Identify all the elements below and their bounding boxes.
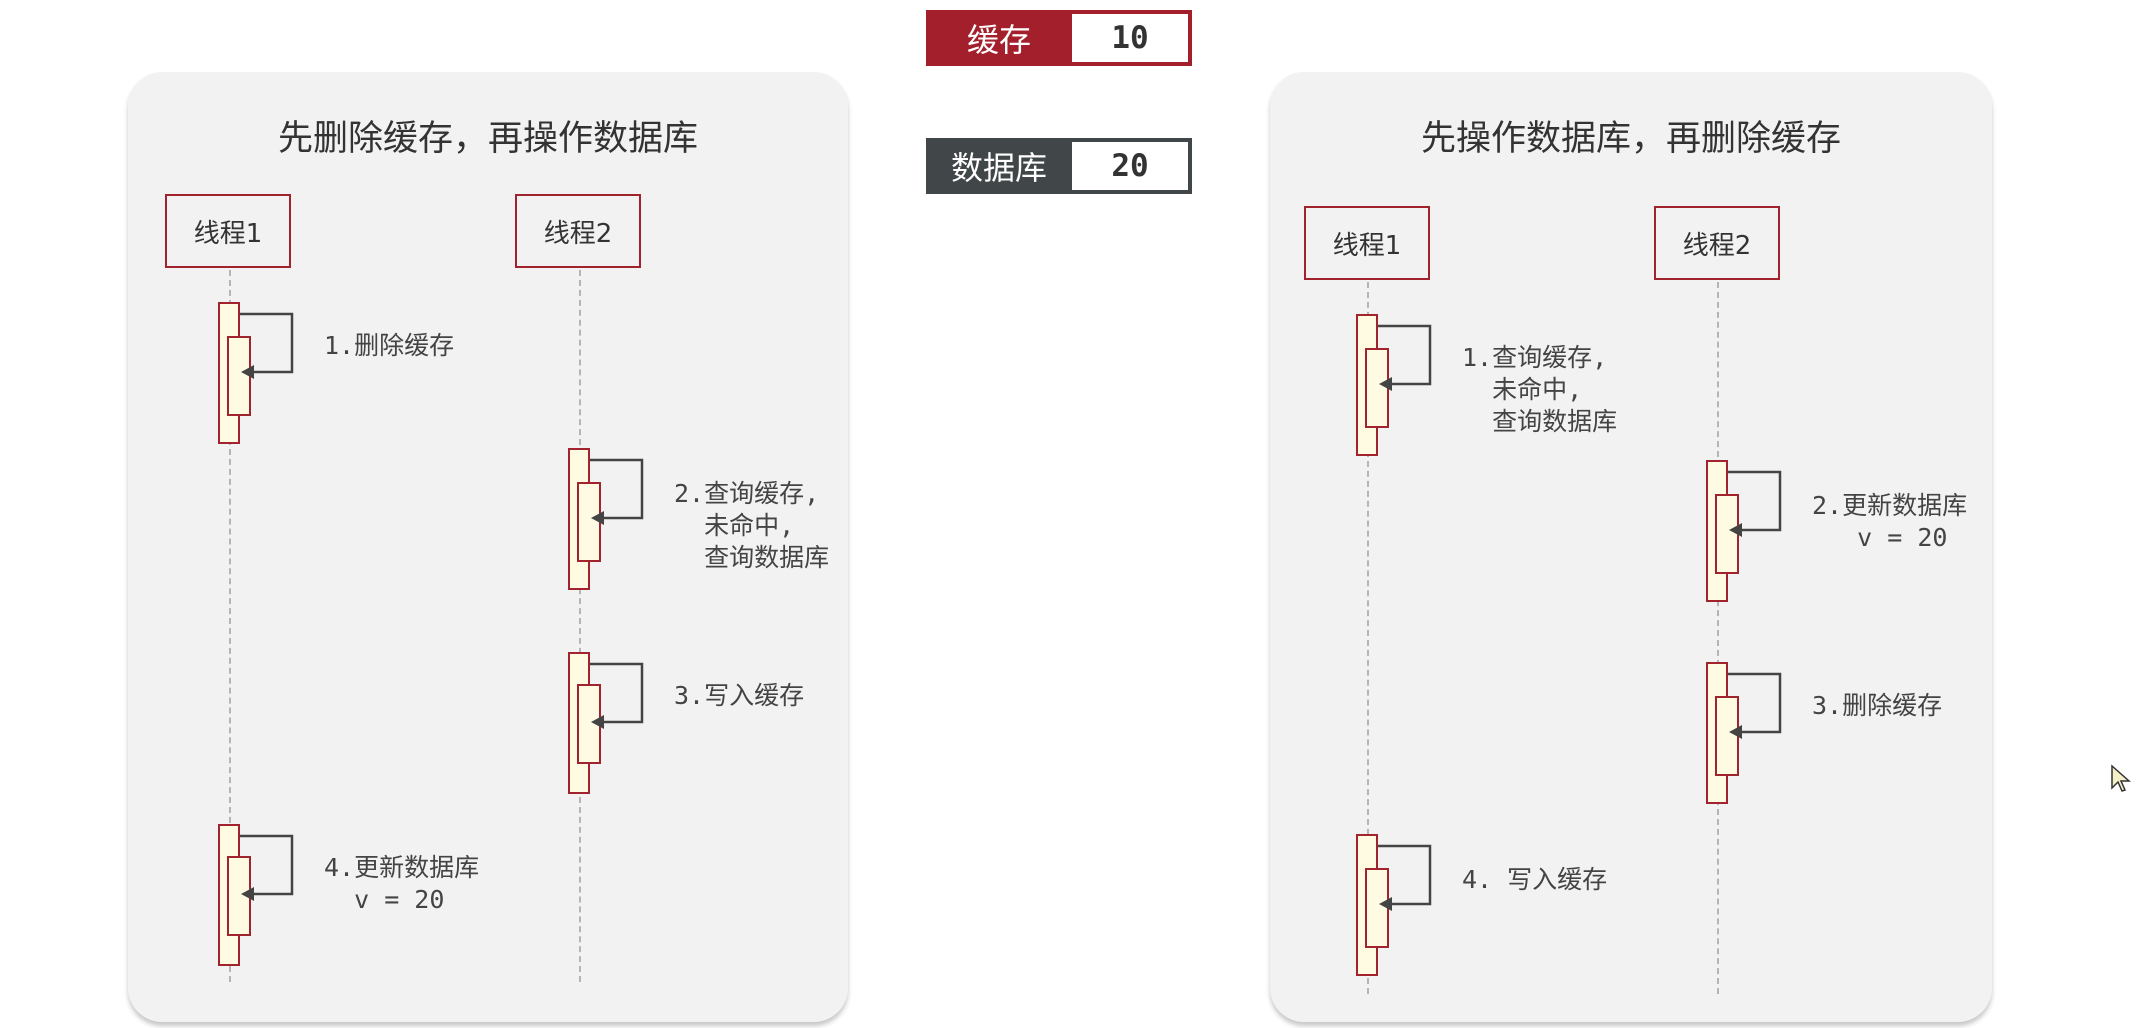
cache-legend-value: 10 <box>1072 14 1188 62</box>
left-step1-label: 1.删除缓存 <box>324 331 455 360</box>
left-panel: 先删除缓存，再操作数据库 线程1 线程2 1.删除缓存 2.查询缓存, 未命中,… <box>128 72 848 1022</box>
left-step1-activation-inner <box>227 336 251 416</box>
left-step3-label: 3.写入缓存 <box>674 681 805 710</box>
right-thread2-lifeline <box>1717 282 1719 994</box>
right-thread2-box: 线程2 <box>1654 206 1780 280</box>
right-step2-label: 2.更新数据库 v = 20 <box>1812 491 1968 552</box>
right-step3-label: 3.删除缓存 <box>1812 691 1943 720</box>
left-step1-self-arrow <box>240 312 294 379</box>
right-panel-title: 先操作数据库，再删除缓存 <box>1420 119 1841 159</box>
right-thread1-lifeline <box>1367 282 1369 994</box>
left-thread2-lifeline <box>579 270 581 982</box>
right-step1-label: 1.查询缓存, 未命中, 查询数据库 <box>1462 343 1618 436</box>
db-legend-value: 20 <box>1072 142 1188 190</box>
db-legend: 数据库 20 <box>926 138 1192 194</box>
right-step1-self-arrow <box>1378 324 1432 391</box>
db-legend-label: 数据库 <box>950 149 1047 187</box>
cache-legend-label: 缓存 <box>966 21 1031 59</box>
right-panel: 先操作数据库，再删除缓存 线程1 线程2 1.查询缓存, 未命中, 查询数据库 … <box>1270 72 1992 1022</box>
mouse-pointer-icon <box>2111 764 2131 792</box>
right-step4-label: 4. 写入缓存 <box>1462 865 1608 894</box>
left-step3-self-arrow <box>590 662 644 729</box>
left-step4-self-arrow <box>240 834 294 901</box>
left-step2-activation-inner <box>577 482 601 562</box>
left-thread1-lifeline <box>229 270 231 982</box>
right-step3-self-arrow <box>1728 672 1782 739</box>
cache-legend: 缓存 10 <box>926 10 1192 66</box>
right-step4-self-arrow <box>1378 844 1432 911</box>
left-thread2-box: 线程2 <box>515 194 641 268</box>
left-step4-label: 4.更新数据库 v = 20 <box>324 853 480 914</box>
left-step2-label: 2.查询缓存, 未命中, 查询数据库 <box>674 479 830 572</box>
left-panel-title: 先删除缓存，再操作数据库 <box>277 119 698 159</box>
right-step2-self-arrow <box>1728 470 1782 537</box>
right-thread1-box: 线程1 <box>1304 206 1430 280</box>
left-thread1-box: 线程1 <box>165 194 291 268</box>
left-step2-self-arrow <box>590 458 644 525</box>
